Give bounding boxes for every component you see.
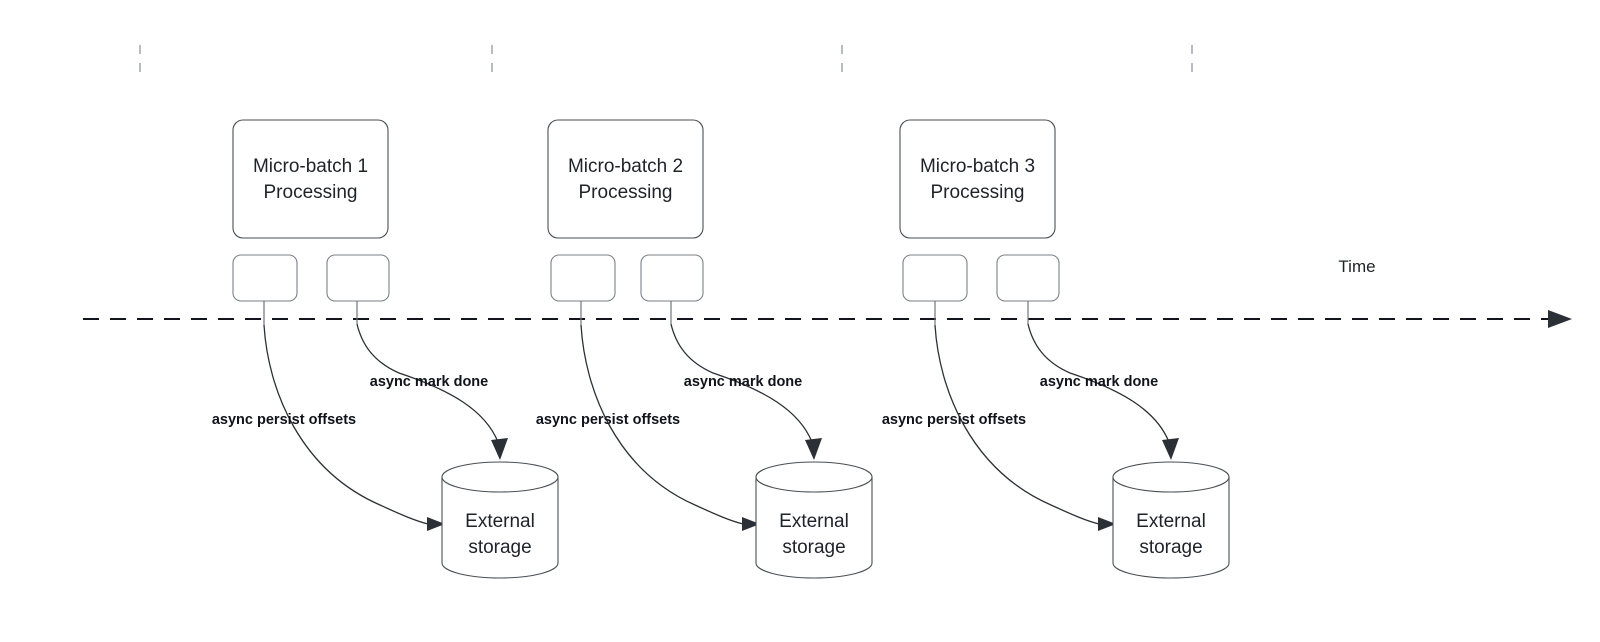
- external-storage-body-3: [1112, 477, 1230, 579]
- external-storage-label-3-line1: External: [1136, 511, 1206, 532]
- micro-batch-1-mark-done-edge: [356, 323, 499, 443]
- micro-batch-2-persist-offsets-arrowhead: [742, 517, 760, 531]
- micro-batch-3-persist-offsets-edge: [934, 324, 1100, 525]
- external-storage-label-3-line2: storage: [1139, 537, 1202, 558]
- micro-batch-1-persist-offsets-edge: [263, 324, 429, 525]
- micro-batch-2-task-box-left[interactable]: [550, 254, 616, 302]
- micro-batch-3-task-box-right[interactable]: [996, 254, 1060, 302]
- external-storage-body-2: [755, 477, 873, 579]
- micro-batch-3-mark-done-label: async mark done: [1040, 374, 1158, 390]
- micro-batch-1-persist-offsets-arrowhead: [427, 517, 445, 531]
- external-storage-top-1: [441, 461, 559, 493]
- micro-batch-3-task-box-left[interactable]: [902, 254, 968, 302]
- external-storage-label-1-line2: storage: [468, 537, 531, 558]
- micro-batch-2-box[interactable]: [547, 119, 704, 239]
- time-axis: Time: [83, 257, 1572, 328]
- micro-batch-2-persist-offsets-edge: [580, 324, 744, 525]
- micro-batch-1-label-line2: Processing: [264, 182, 358, 203]
- tick-separators: [139, 45, 1193, 80]
- micro-batch-1-mark-done-label: async mark done: [370, 374, 488, 390]
- external-storage-top-3: [1112, 461, 1230, 493]
- micro-batch-3-box[interactable]: [899, 119, 1056, 239]
- external-storage-label-1-line1: External: [465, 511, 535, 532]
- micro-batch-2-mark-done-arrowhead: [805, 438, 822, 460]
- time-axis-label: Time: [1338, 257, 1375, 276]
- group-1: Micro-batch 1 Processing async persist o…: [212, 119, 559, 579]
- micro-batch-2-external-storage[interactable]: External storage: [755, 461, 873, 579]
- micro-batch-3-persist-offsets-arrowhead: [1098, 517, 1116, 531]
- micro-batch-2-mark-done-label: async mark done: [684, 374, 802, 390]
- external-storage-body-1: [441, 477, 559, 579]
- micro-batch-1-label-line1: Micro-batch 1: [253, 156, 368, 177]
- micro-batch-3-external-storage[interactable]: External storage: [1112, 461, 1230, 579]
- group-2: Micro-batch 2 Processing async persist o…: [536, 119, 873, 579]
- micro-batch-3-persist-offsets-label: async persist offsets: [882, 412, 1026, 428]
- micro-batch-1-box[interactable]: [232, 119, 389, 239]
- group-3: Micro-batch 3 Processing async persist o…: [882, 119, 1230, 579]
- micro-batch-2-label-line2: Processing: [579, 182, 673, 203]
- micro-batch-2-label-line1: Micro-batch 2: [568, 156, 683, 177]
- external-storage-top-2: [755, 461, 873, 493]
- time-axis-arrowhead: [1548, 310, 1572, 328]
- micro-batch-3-mark-done-arrowhead: [1162, 438, 1179, 460]
- micro-batch-3-label-line2: Processing: [931, 182, 1025, 203]
- micro-batch-1-mark-done-arrowhead: [491, 438, 508, 460]
- external-storage-label-2-line2: storage: [782, 537, 845, 558]
- micro-batch-2-persist-offsets-label: async persist offsets: [536, 412, 680, 428]
- micro-batch-1-persist-offsets-label: async persist offsets: [212, 412, 356, 428]
- micro-batch-3-label-line1: Micro-batch 3: [920, 156, 1035, 177]
- micro-batch-2-mark-done-edge: [670, 323, 813, 443]
- micro-batch-2-task-box-right[interactable]: [640, 254, 704, 302]
- micro-batch-1-task-box-left[interactable]: [232, 254, 298, 302]
- micro-batch-1-external-storage[interactable]: External storage: [441, 461, 559, 579]
- micro-batch-3-mark-done-edge: [1027, 323, 1170, 443]
- micro-batch-1-task-box-right[interactable]: [326, 254, 390, 302]
- external-storage-label-2-line1: External: [779, 511, 849, 532]
